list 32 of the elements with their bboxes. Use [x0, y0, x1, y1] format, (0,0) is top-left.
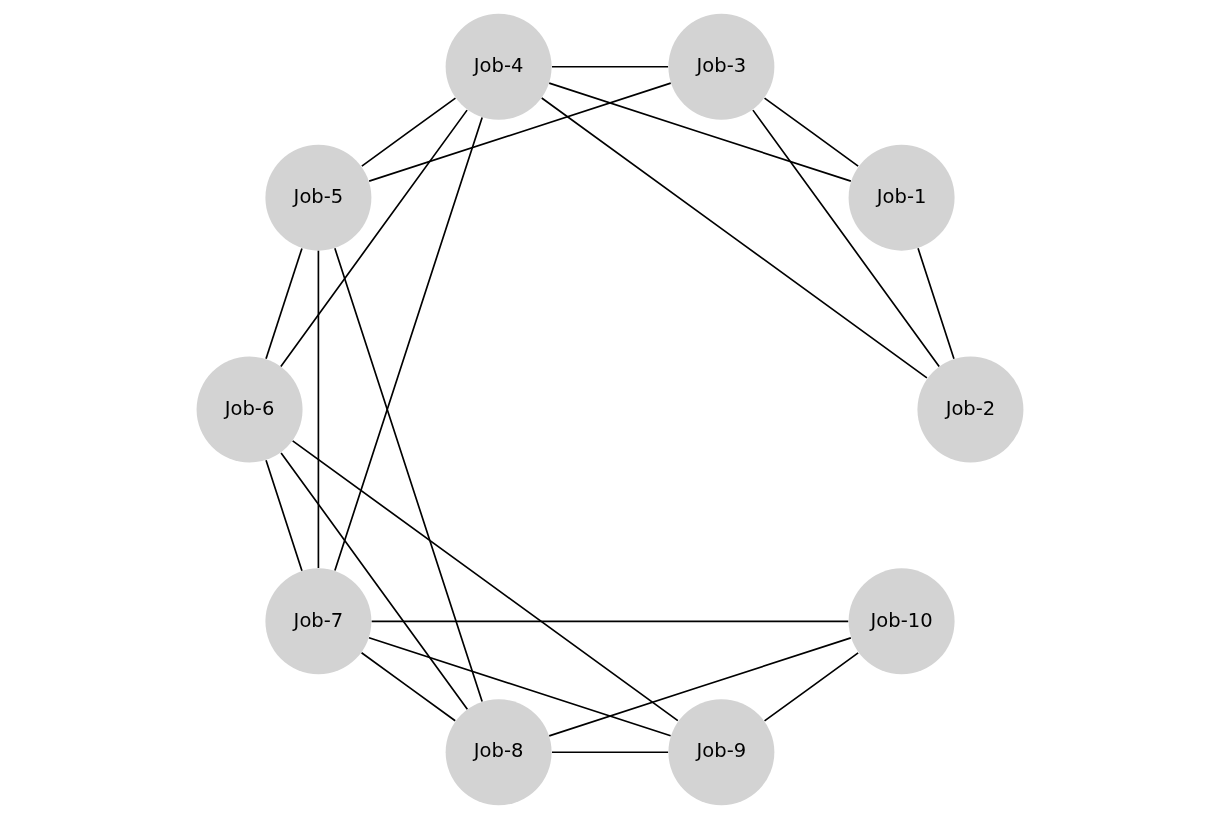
connector — [917, 247, 955, 360]
connector — [280, 452, 469, 711]
connector — [548, 82, 852, 182]
connector — [540, 97, 928, 379]
connector — [763, 652, 859, 722]
connector — [265, 247, 303, 360]
connector — [361, 97, 457, 167]
connector — [317, 250, 320, 569]
node-circle: Job-9 — [668, 699, 775, 806]
node-circle: Job-1 — [848, 144, 955, 251]
connector — [334, 247, 483, 703]
connector — [280, 109, 468, 368]
connector — [334, 116, 483, 572]
node-circle: Job-3 — [668, 13, 775, 120]
connector — [763, 97, 859, 167]
connector — [370, 620, 850, 623]
connector — [752, 109, 940, 368]
node-circle: Job-6 — [196, 356, 303, 463]
connector — [368, 636, 672, 737]
connector — [551, 65, 669, 68]
node-circle: Job-5 — [265, 144, 372, 251]
node-circle: Job-4 — [445, 13, 552, 120]
node-circle: Job-8 — [445, 699, 552, 806]
node-circle: Job-7 — [265, 568, 372, 675]
connector — [265, 459, 303, 572]
node-circle: Job-2 — [917, 356, 1024, 463]
connector — [548, 637, 852, 737]
connector — [360, 651, 456, 722]
connector — [291, 440, 679, 722]
connector — [368, 82, 672, 182]
node-circle: Job-10 — [848, 568, 955, 675]
connector — [551, 751, 669, 754]
